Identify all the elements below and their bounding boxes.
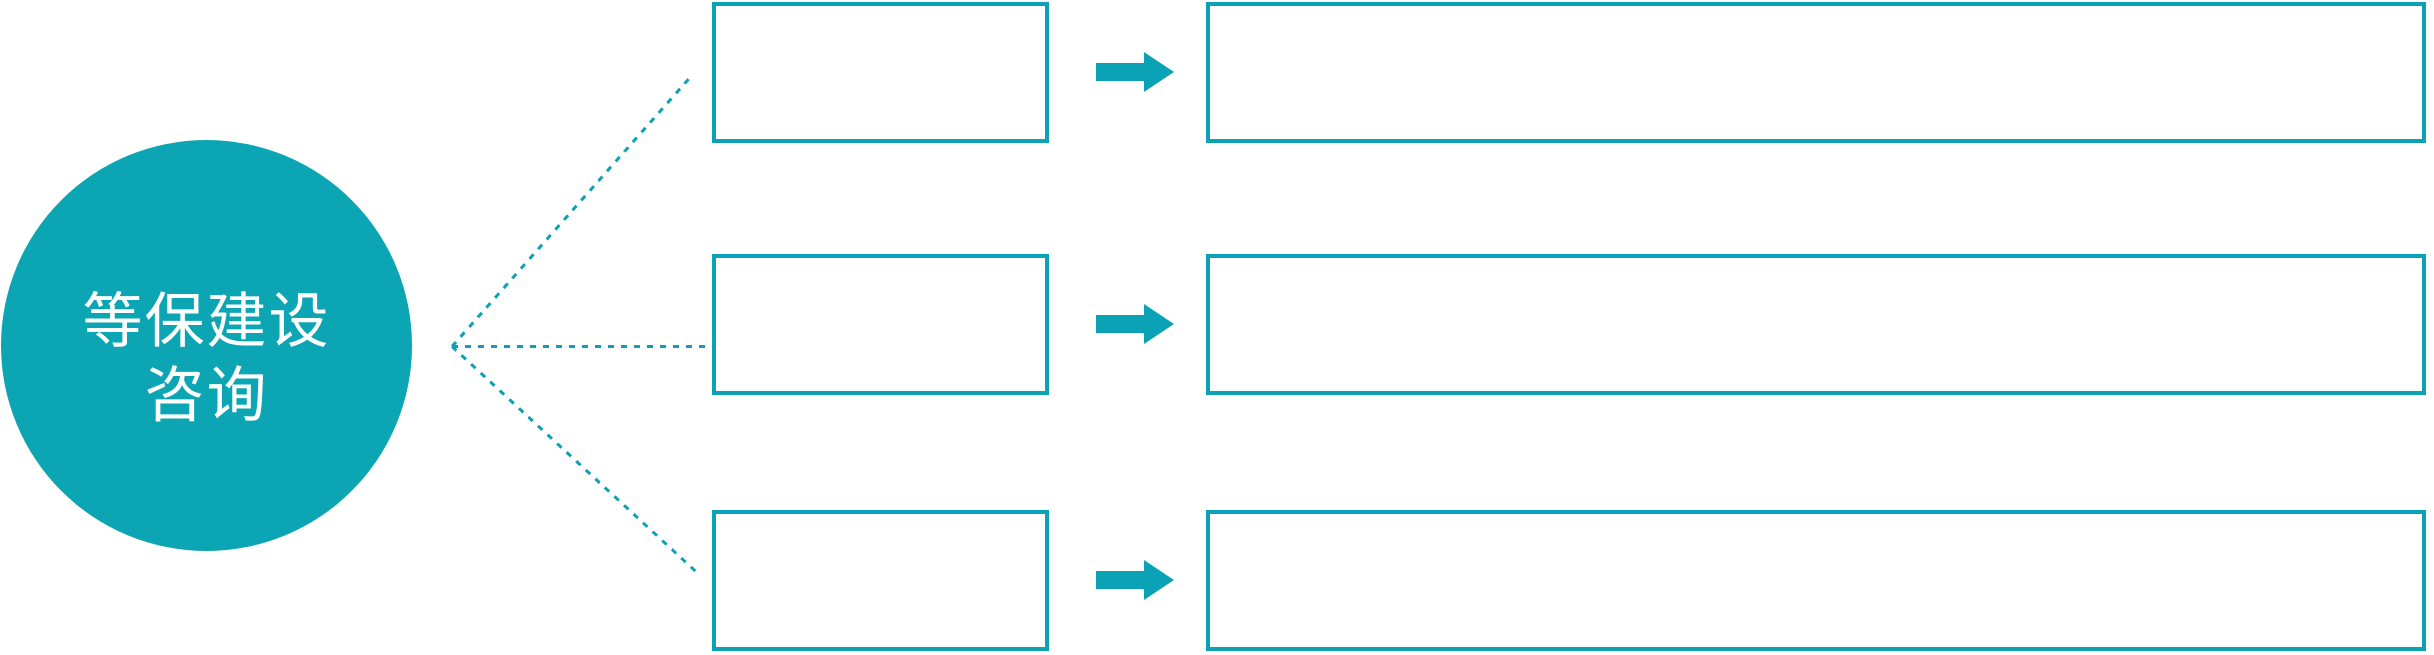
category-box-3 [712,510,1049,651]
arrow-right-icon [1096,52,1174,92]
arrow-right-icon [1096,304,1174,344]
topic-label: 等保建设 咨询 [83,285,331,433]
detail-box-3 [1206,510,2426,651]
topic-label-line-2: 咨询 [144,361,269,429]
arrow-right-icon [1096,560,1174,600]
topic-circle: 等保建设 咨询 [1,140,412,551]
diagram-row [0,2,2434,143]
diagram-row [0,510,2434,651]
topic-label-line-1: 等保建设 [82,287,331,355]
diagram-row [0,254,2434,395]
dashed-connector-middle-icon [452,345,705,348]
detail-box-1 [1206,2,2426,143]
detail-box-2 [1206,254,2426,395]
category-box-1 [712,2,1049,143]
category-box-2 [712,254,1049,395]
